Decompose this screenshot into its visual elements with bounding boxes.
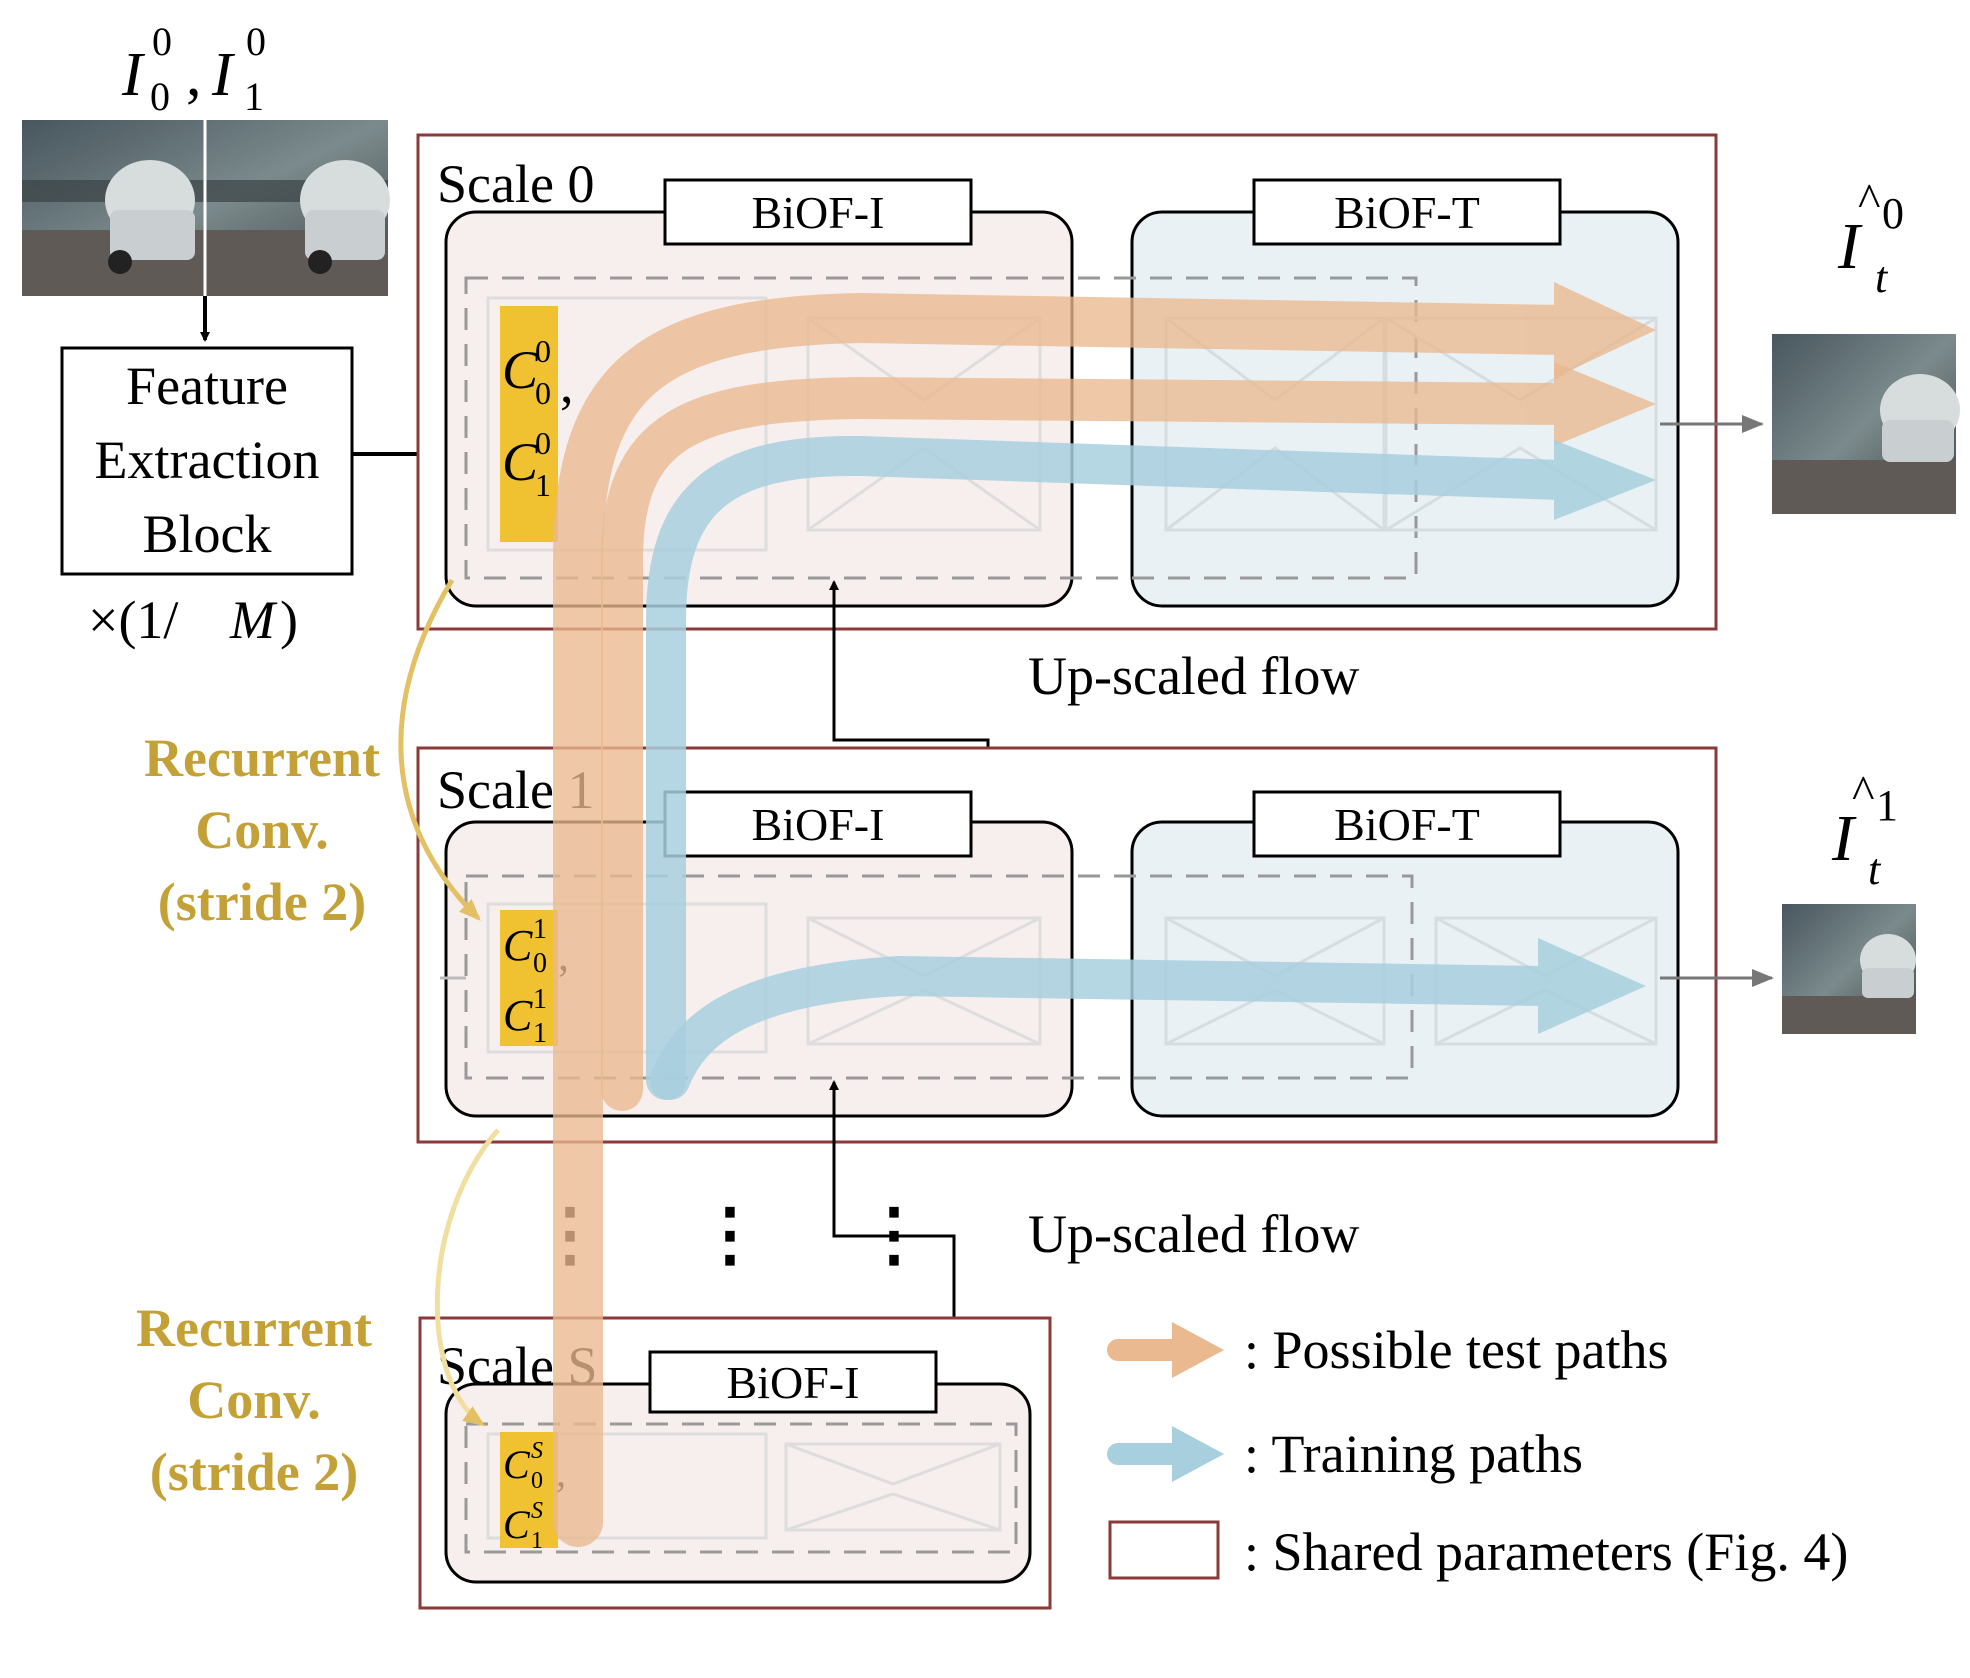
i1-sub: 1 xyxy=(244,74,264,119)
scale-0-c0: C xyxy=(502,340,539,400)
multiplier-prefix: ×(1/ xyxy=(88,590,178,650)
svg-text:I: I xyxy=(1837,210,1863,283)
scale-0-c1-sup: 0 xyxy=(535,425,551,461)
i0-sup: 0 xyxy=(152,19,172,64)
scale-s-c1: C xyxy=(503,1502,531,1547)
feature-line1: Feature xyxy=(126,356,288,416)
scale-0-c0-sub: 0 xyxy=(535,375,551,411)
ellipsis-2: ⋮ xyxy=(695,1197,765,1274)
scale-0-label: Scale 0 xyxy=(437,154,594,214)
i0-sub: 0 xyxy=(150,74,170,119)
scale-1-biof-t-label: BiOF-T xyxy=(1334,799,1480,850)
scale-1-c1: C xyxy=(503,991,533,1040)
scale-s-frame: Scale S BiOF-I C 0 S , C 1 S xyxy=(418,1316,1052,1610)
svg-text:Recurrent: Recurrent xyxy=(144,728,380,788)
feature-line2: Extraction xyxy=(95,430,320,490)
recurrent-arrow-1 xyxy=(398,578,481,921)
svg-text:,: , xyxy=(560,354,574,414)
input-image xyxy=(22,120,390,296)
scale-0-c1: C xyxy=(502,432,539,492)
feature-extraction-block: Feature Extraction Block ×(1/ M ) xyxy=(60,346,354,650)
scale-0-features xyxy=(500,306,558,542)
svg-text:^: ^ xyxy=(1858,174,1881,227)
svg-text:Conv.: Conv. xyxy=(195,800,329,860)
test-path-long xyxy=(553,282,1656,1547)
svg-text:I: I xyxy=(1831,802,1857,875)
legend-training-text: : Training paths xyxy=(1244,1424,1583,1484)
scale-1-c1-sup: 1 xyxy=(533,984,547,1015)
svg-text:t: t xyxy=(1875,253,1889,302)
recurrent-arrow-2 xyxy=(434,1128,500,1427)
i1-symbol: I xyxy=(211,41,236,109)
legend-training-paths: : Training paths xyxy=(1107,1424,1583,1484)
scale-1-output-label: I ^ t 1 xyxy=(1831,766,1898,894)
scale-s-c0-sup: S xyxy=(531,1438,543,1464)
scale-1-features xyxy=(500,910,558,1046)
scale-1-biof-i-label: BiOF-I xyxy=(752,799,885,850)
svg-text:(stride 2): (stride 2) xyxy=(158,872,366,932)
scale-1-c0: C xyxy=(503,921,533,970)
scale-1-c0-sub: 0 xyxy=(533,948,547,979)
input-frames-label: I 0 0 , I 1 0 xyxy=(121,19,266,119)
scale-0-biof-t-label: BiOF-T xyxy=(1334,187,1480,238)
scale-0-output-label: I ^ t 0 xyxy=(1837,174,1904,302)
scale-s-c0-sub: 0 xyxy=(531,1468,543,1494)
scale-1-c0-sup: 1 xyxy=(533,914,547,945)
training-path-scale0 xyxy=(646,435,1656,1100)
i0-symbol: I xyxy=(121,41,146,109)
training-path-scale1 xyxy=(650,938,1646,1100)
feature-line3: Block xyxy=(143,504,272,564)
svg-text:t: t xyxy=(1868,845,1882,894)
legend-test-text: : Possible test paths xyxy=(1244,1320,1669,1380)
legend-shared-text: : Shared parameters (Fig. 4) xyxy=(1244,1522,1848,1582)
ellipsis-3: ⋮ xyxy=(859,1197,929,1274)
scale-1-c1-sub: 1 xyxy=(533,1018,547,1049)
legend: : Possible test paths : Training paths :… xyxy=(1107,1320,1848,1582)
svg-text:Conv.: Conv. xyxy=(187,1370,321,1430)
upscaled-flow-2-label: Up-scaled flow xyxy=(1028,1204,1359,1264)
svg-text:(stride 2): (stride 2) xyxy=(150,1442,358,1502)
scale-0-biof-i-label: BiOF-I xyxy=(752,187,885,238)
scale-0-c0-sup: 0 xyxy=(535,333,551,369)
scale-0-output-image xyxy=(1772,334,1960,514)
svg-text:0: 0 xyxy=(1882,189,1904,238)
scale-s-c0: C xyxy=(503,1442,531,1487)
legend-shared-swatch xyxy=(1108,1520,1220,1580)
input-comma: , xyxy=(186,41,202,109)
test-path-short xyxy=(601,362,1656,1111)
multiplier-m: M xyxy=(229,590,278,650)
svg-text:Recurrent: Recurrent xyxy=(136,1298,372,1358)
recurrent-label-2: Recurrent Conv. (stride 2) xyxy=(136,1298,372,1502)
legend-shared-params: : Shared parameters (Fig. 4) xyxy=(1108,1520,1848,1582)
scale-1-output-image xyxy=(1782,904,1916,1034)
i1-sup: 0 xyxy=(246,19,266,64)
upscaled-flow-2-arrow xyxy=(829,1080,956,1388)
upscaled-flow-1-label: Up-scaled flow xyxy=(1028,646,1359,706)
scale-s-c1-sup: S xyxy=(531,1498,543,1524)
legend-test-paths: : Possible test paths xyxy=(1107,1320,1669,1380)
recurrent-label-1: Recurrent Conv. (stride 2) xyxy=(144,728,380,932)
svg-text:1: 1 xyxy=(1876,781,1898,830)
scale-s-features xyxy=(500,1432,558,1548)
svg-text:^: ^ xyxy=(1852,766,1875,819)
scale-0-c1-sub: 1 xyxy=(535,467,551,503)
multiplier-close: ) xyxy=(280,590,298,650)
scale-s-c1-sub: 1 xyxy=(531,1528,543,1554)
scale-s-biof-i-label: BiOF-I xyxy=(727,1357,860,1408)
